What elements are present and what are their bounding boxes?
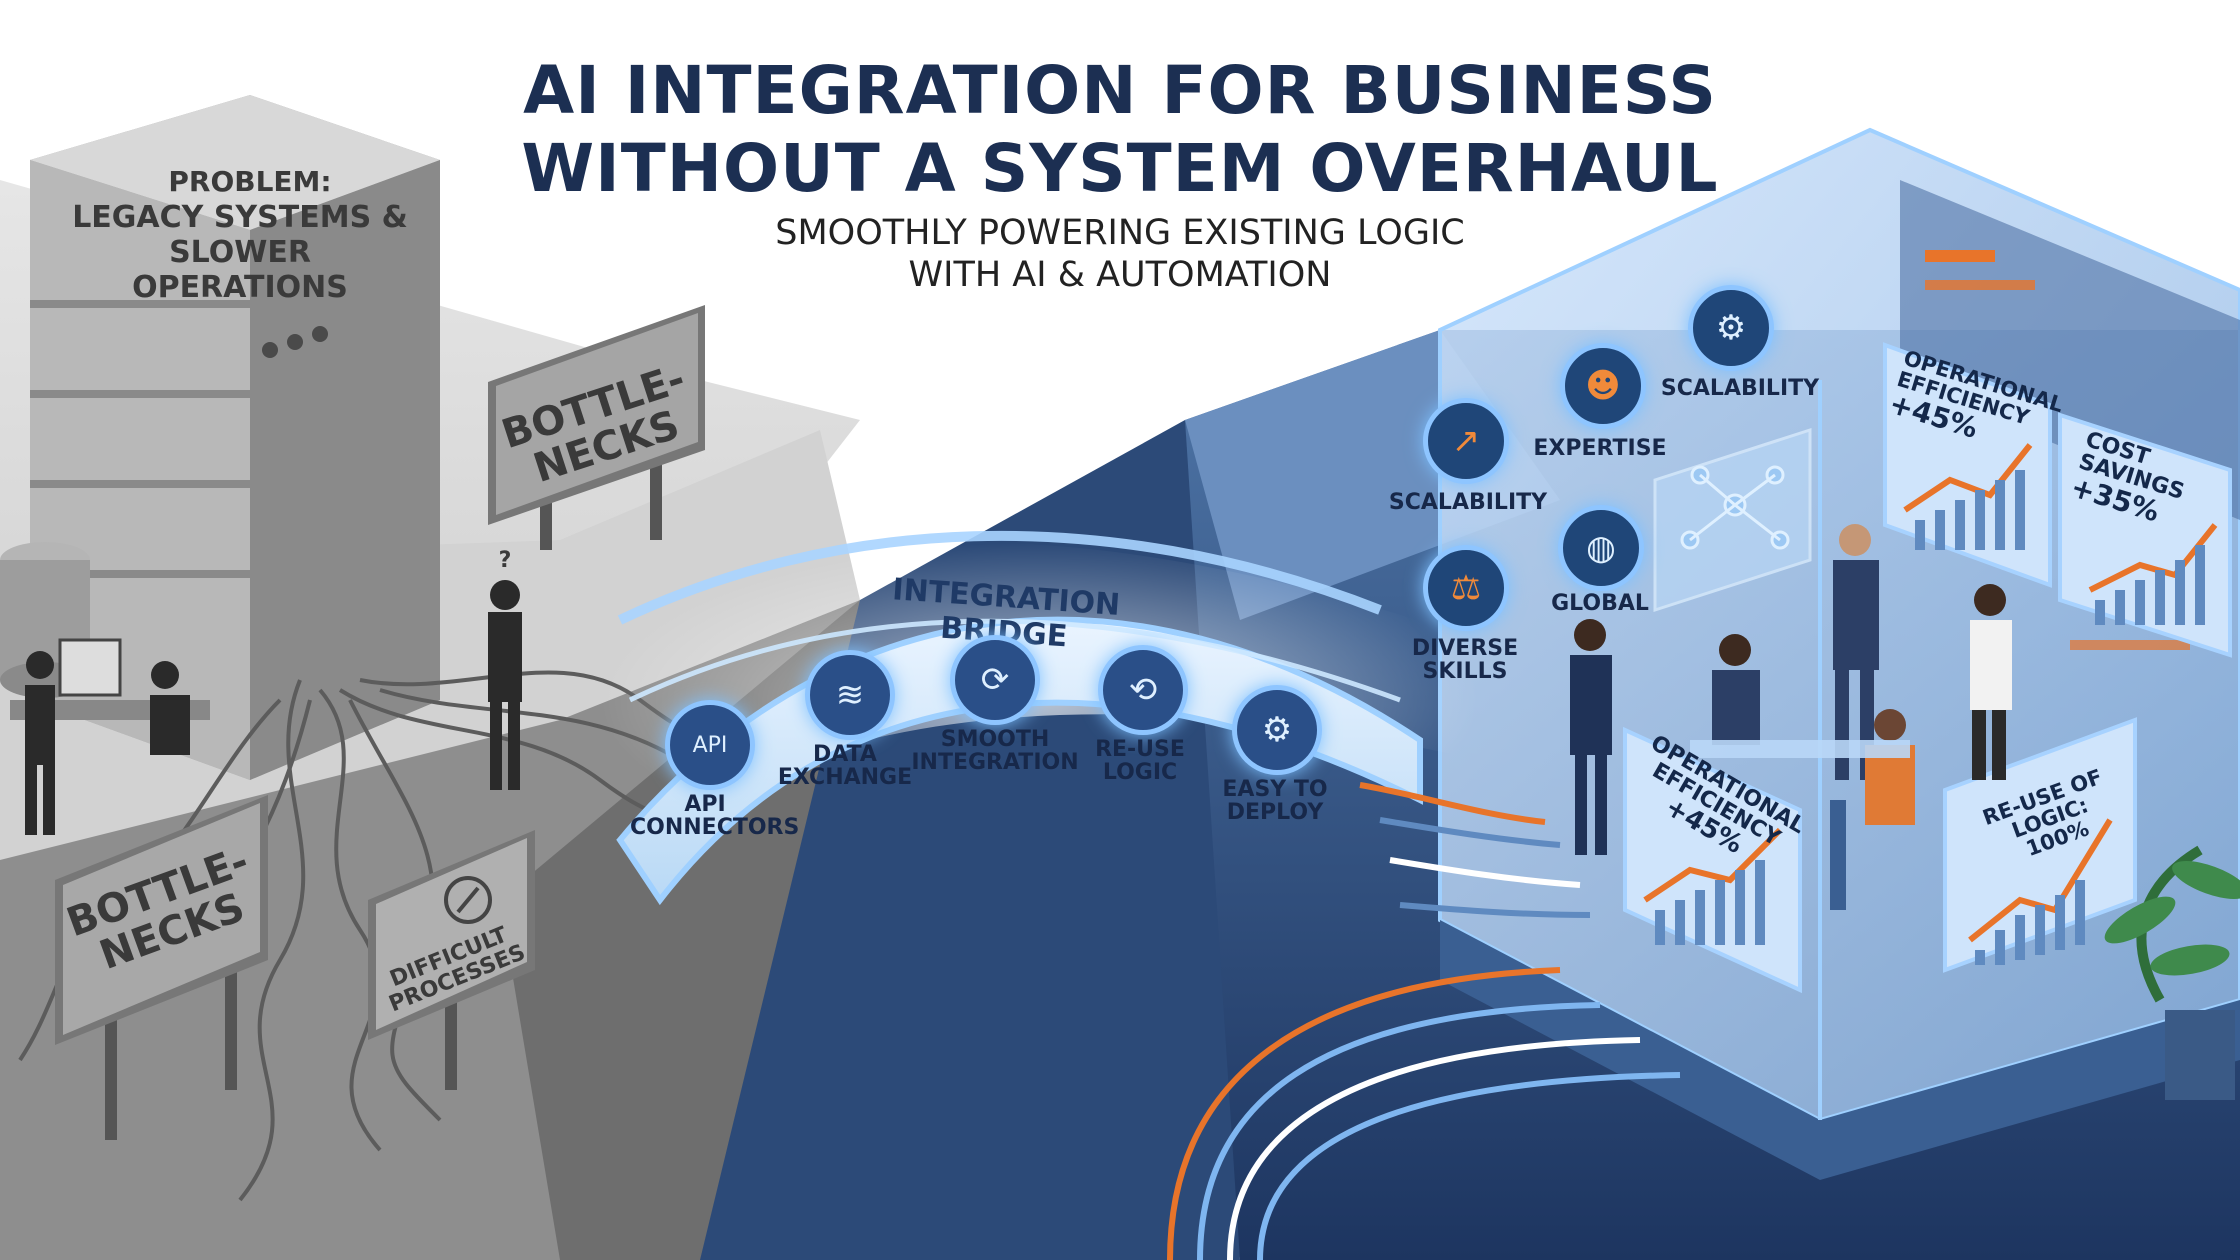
reuse-icon: ⟲ (1098, 645, 1188, 735)
legacy-server-tower (30, 95, 440, 780)
question-mark: ? (498, 548, 512, 573)
bridge-item-easy-deploy: EASY TO DEPLOY (1222, 777, 1328, 826)
bridge-item-api: API CONNECTORS (630, 792, 800, 841)
compass-icon (444, 876, 492, 924)
problem-label: PROBLEM: (168, 165, 332, 198)
growth-chart-icon: ↗ (1423, 398, 1509, 484)
api-icon: API (665, 700, 755, 790)
stressed-workers (10, 580, 522, 835)
bridge-item-reuse-logic: RE-USE LOGIC (1095, 737, 1185, 786)
chart-panel-op-top (1883, 342, 2052, 588)
team-members (1570, 524, 2012, 910)
globe-icon: ◍ (1558, 505, 1644, 591)
benefit-diverse-skills: DIVERSE SKILLS (1411, 636, 1519, 685)
benefit-scalability-left: SCALABILITY (1388, 490, 1548, 515)
flow-arrows (1167, 782, 1681, 1260)
problem-line-3: SLOWER OPERATIONS (132, 235, 348, 305)
network-hologram (1653, 427, 1812, 613)
chart-panel-cost (2058, 412, 2232, 658)
title-line-1: AI INTEGRATION FOR BUSINESS (523, 52, 1717, 129)
title-line-2: WITHOUT A SYSTEM OVERHAUL (521, 130, 1719, 207)
plant (2104, 845, 2240, 1100)
bottlenecks-sign-top (488, 305, 705, 550)
difficult-processes-sign (368, 830, 535, 1090)
subtitle-line-2: WITH AI & AUTOMATION (908, 255, 1332, 295)
layers-icon: ≋ (805, 650, 895, 740)
chart-panel-op-bottom (1623, 726, 1802, 994)
gear-icon: ⚙ (1232, 685, 1322, 775)
benefit-scalability-top: SCALABILITY (1660, 376, 1820, 401)
bridge-item-data-exchange: DATA EXCHANGE (777, 742, 913, 791)
sync-icon: ⟳ (950, 635, 1040, 725)
chart-panel-reuse (1943, 717, 2137, 973)
bottlenecks-sign-bottom (55, 795, 268, 1140)
problem-line-2: LEGACY SYSTEMS & (72, 200, 408, 235)
subtitle-line-1: SMOOTHLY POWERING EXISTING LOGIC (775, 213, 1465, 253)
globe-gear-icon: ⚙ (1688, 285, 1774, 371)
bridge-item-smooth-integration: SMOOTH INTEGRATION (911, 727, 1079, 776)
balance-scale-icon: ⚖ (1423, 545, 1509, 631)
benefit-global: GLOBAL (1551, 591, 1649, 616)
benefit-expertise: EXPERTISE (1533, 436, 1667, 461)
expert-person-icon: ☻ (1560, 343, 1646, 429)
